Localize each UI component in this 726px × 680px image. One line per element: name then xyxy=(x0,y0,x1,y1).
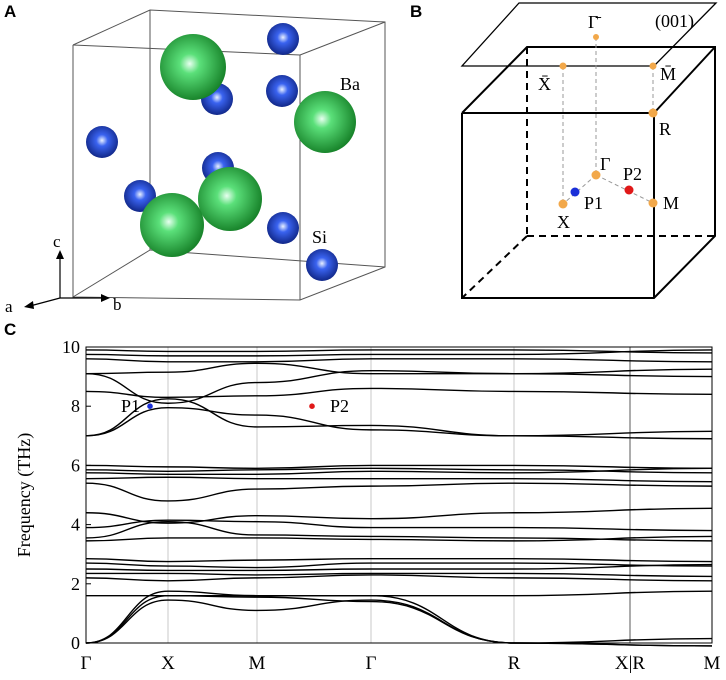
x-tick-label: M xyxy=(249,653,266,674)
phonon-band xyxy=(85,464,713,470)
y-tick-label: 6 xyxy=(71,455,80,475)
annotation-label: P1 xyxy=(121,396,140,416)
panel-b-label: B xyxy=(410,2,423,21)
phonon-band xyxy=(85,467,713,474)
phonon-band xyxy=(86,590,713,597)
phonon-band xyxy=(85,572,713,578)
panel-c-label: C xyxy=(4,320,17,339)
phonon-band xyxy=(85,557,713,563)
phonon-band xyxy=(85,398,713,440)
panel-a-label: A xyxy=(4,2,17,21)
x-tick-label: M xyxy=(704,653,721,674)
y-tick-label: 4 xyxy=(71,515,80,535)
phonon-band xyxy=(85,535,713,542)
y-tick-label: 8 xyxy=(71,396,80,416)
phonon-band xyxy=(85,599,713,647)
phonon-band xyxy=(85,358,713,363)
phonon-band xyxy=(85,562,713,569)
phonon-band xyxy=(85,467,713,475)
phonon-band xyxy=(85,519,713,532)
y-tick-label: 0 xyxy=(71,633,80,653)
phonon-band xyxy=(85,590,713,647)
y-axis-label: Frequency (THz) xyxy=(14,433,35,557)
x-tick-label: R xyxy=(508,653,521,674)
phonon-band xyxy=(85,387,713,399)
x-tick-label: X|R xyxy=(615,653,646,674)
x-tick-label: Γ xyxy=(81,653,92,674)
annotation-label: P2 xyxy=(330,396,349,416)
phonon-band xyxy=(85,563,713,572)
band-crossing-marker xyxy=(147,403,153,410)
phonon-band xyxy=(85,349,713,357)
x-tick-label: Γ xyxy=(366,653,377,674)
phonon-band xyxy=(85,362,713,378)
phonon-band xyxy=(85,482,713,502)
y-tick-label: 10 xyxy=(62,337,80,357)
band-crossing-marker xyxy=(309,403,315,410)
phonon-band xyxy=(85,476,713,483)
y-tick-label: 2 xyxy=(71,574,80,594)
x-tick-label: X xyxy=(161,653,175,674)
phonon-band xyxy=(85,574,713,582)
phonon-band xyxy=(85,507,713,524)
phonon-band xyxy=(85,349,713,354)
phonon-band xyxy=(85,520,713,542)
phonon-band xyxy=(85,406,713,437)
plot-frame xyxy=(85,346,713,644)
